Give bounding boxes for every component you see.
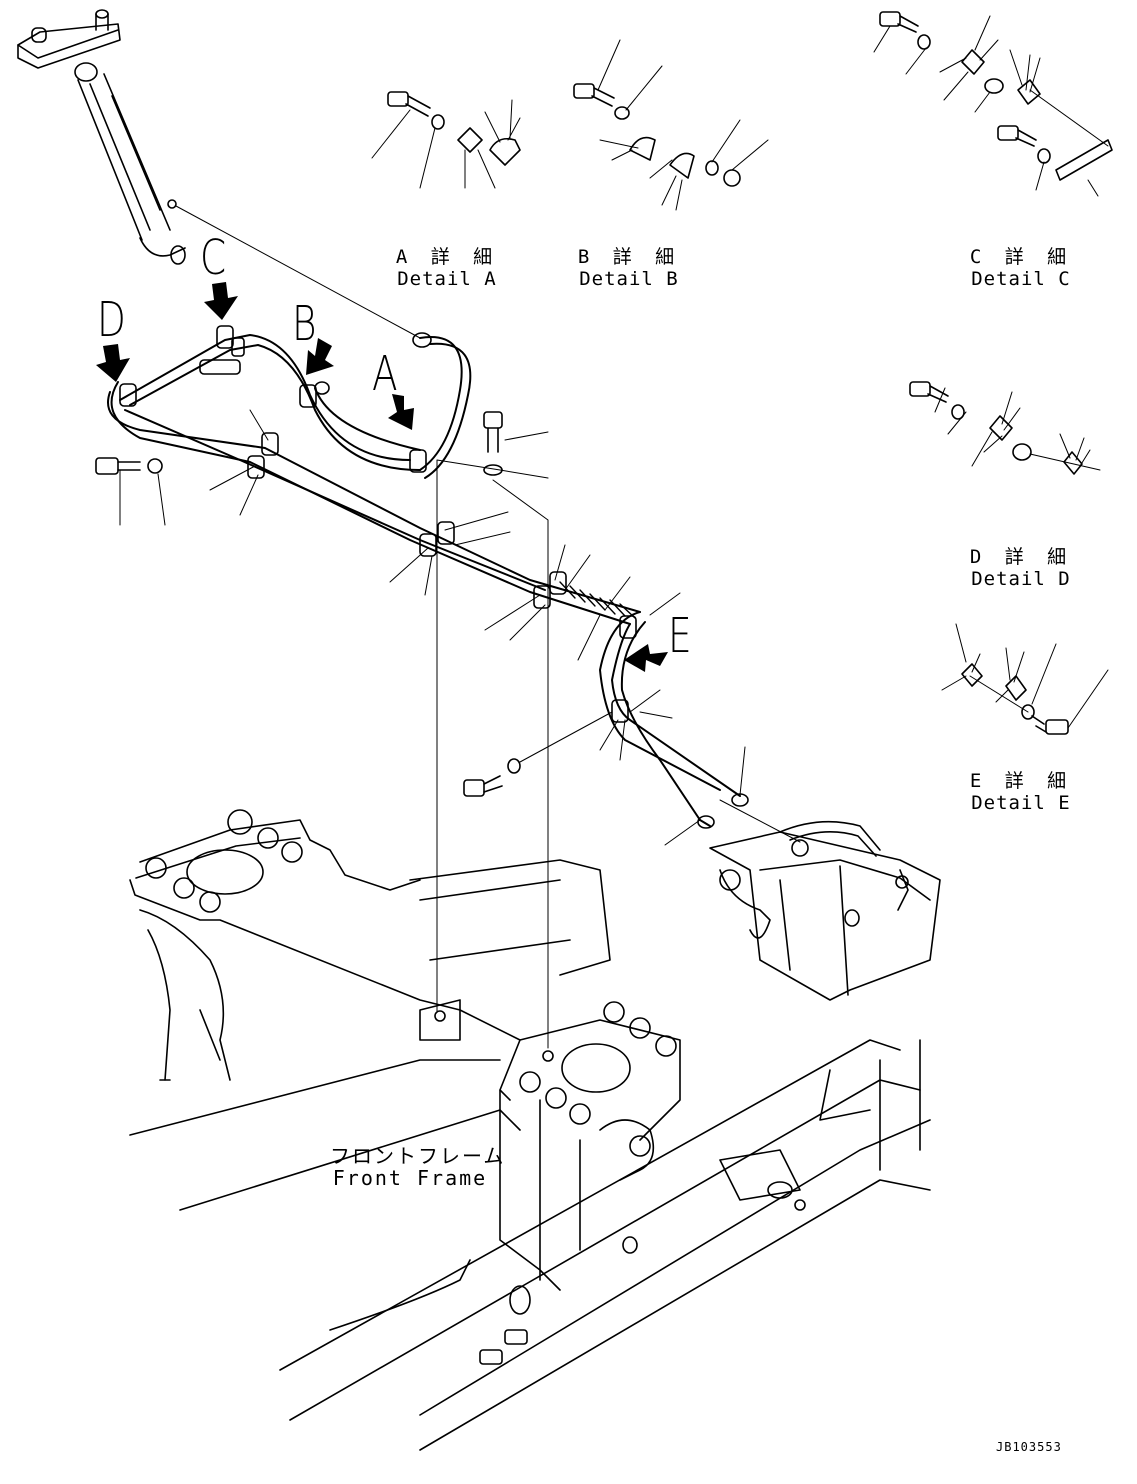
callout-b: B <box>292 296 317 352</box>
detail-e-jp: E 詳 細 <box>969 770 1073 792</box>
detail-a-en: Detail A <box>397 268 497 290</box>
detail-c-jp: C 詳 細 <box>969 246 1073 268</box>
callout-d: D <box>97 292 126 348</box>
front-frame-label-jp: フロントフレーム <box>330 1144 506 1168</box>
leader-lines <box>119 409 746 1049</box>
leader-cylinder-hose <box>175 205 421 339</box>
callout-arrows <box>96 282 668 672</box>
detail-d-parts <box>909 381 1101 475</box>
callout-c: C <box>200 230 227 286</box>
detail-b-en: Detail B <box>579 268 679 290</box>
valve-unit <box>709 799 941 1001</box>
detail-c-en: Detail C <box>971 268 1071 290</box>
hose-bundle <box>107 334 741 827</box>
steering-cylinder <box>17 9 186 265</box>
detail-a-parts <box>371 91 521 189</box>
detail-a-jp: A 詳 細 <box>395 246 499 268</box>
detail-b-parts <box>573 39 769 211</box>
detail-d-jp: D 詳 細 <box>969 546 1073 568</box>
document-id: JB103553 <box>996 1440 1062 1454</box>
front-frame-label-en: Front Frame <box>332 1166 488 1190</box>
front-frame <box>129 809 931 1451</box>
detail-e-en: Detail E <box>971 792 1071 814</box>
clamps <box>119 325 749 829</box>
detail-e-parts <box>941 623 1109 735</box>
detail-d-en: Detail D <box>971 568 1071 590</box>
loose-hardware <box>95 411 521 797</box>
callout-e: E <box>668 608 692 664</box>
detail-c-parts <box>873 11 1113 197</box>
detail-b-jp: B 詳 細 <box>577 246 681 268</box>
callout-a: A <box>372 346 398 402</box>
